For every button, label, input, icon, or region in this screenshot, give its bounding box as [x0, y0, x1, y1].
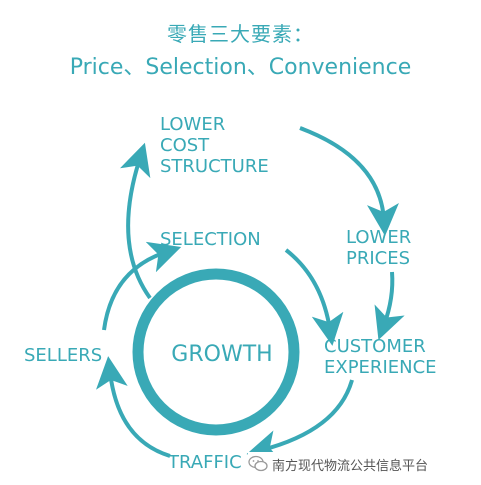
- title-english: Price、Selection、Convenience: [69, 55, 412, 80]
- watermark: 南方现代物流公共信息平台: [248, 452, 476, 476]
- arrow-sellers-to-selection: [102, 241, 182, 331]
- label-sellers: SELLERS: [24, 345, 102, 366]
- title-chinese: 零售三大要素：: [167, 22, 314, 46]
- label-lower-cost-line1: LOWER: [160, 114, 225, 135]
- label-customer-line2: EXPERIENCE: [324, 357, 437, 378]
- label-selection: SELECTION: [160, 229, 261, 250]
- label-growth: GROWTH: [171, 342, 272, 367]
- label-customer-line1: CUSTOMER: [324, 336, 426, 357]
- arrow-growth-to-lower-cost: [119, 142, 152, 300]
- wechat-icon: [248, 455, 268, 472]
- label-lower-cost-line2: COST: [160, 135, 210, 156]
- growth-ring: [132, 268, 300, 436]
- watermark-text: 南方现代物流公共信息平台: [272, 458, 429, 474]
- label-lower-cost-line3: STRUCTURE: [160, 156, 269, 177]
- arrow-lower-prices-to-customer: [374, 271, 405, 341]
- arrow-lower-cost-to-lower-prices: [299, 126, 399, 236]
- label-traffic: TRAFFIC: [167, 452, 242, 473]
- label-lower-prices-line2: PRICES: [346, 248, 410, 269]
- arrow-traffic-to-sellers: [95, 356, 171, 458]
- arrow-selection-to-customer: [284, 248, 344, 346]
- arrow-customer-to-traffic: [246, 379, 354, 462]
- label-lower-prices-line1: LOWER: [346, 227, 411, 248]
